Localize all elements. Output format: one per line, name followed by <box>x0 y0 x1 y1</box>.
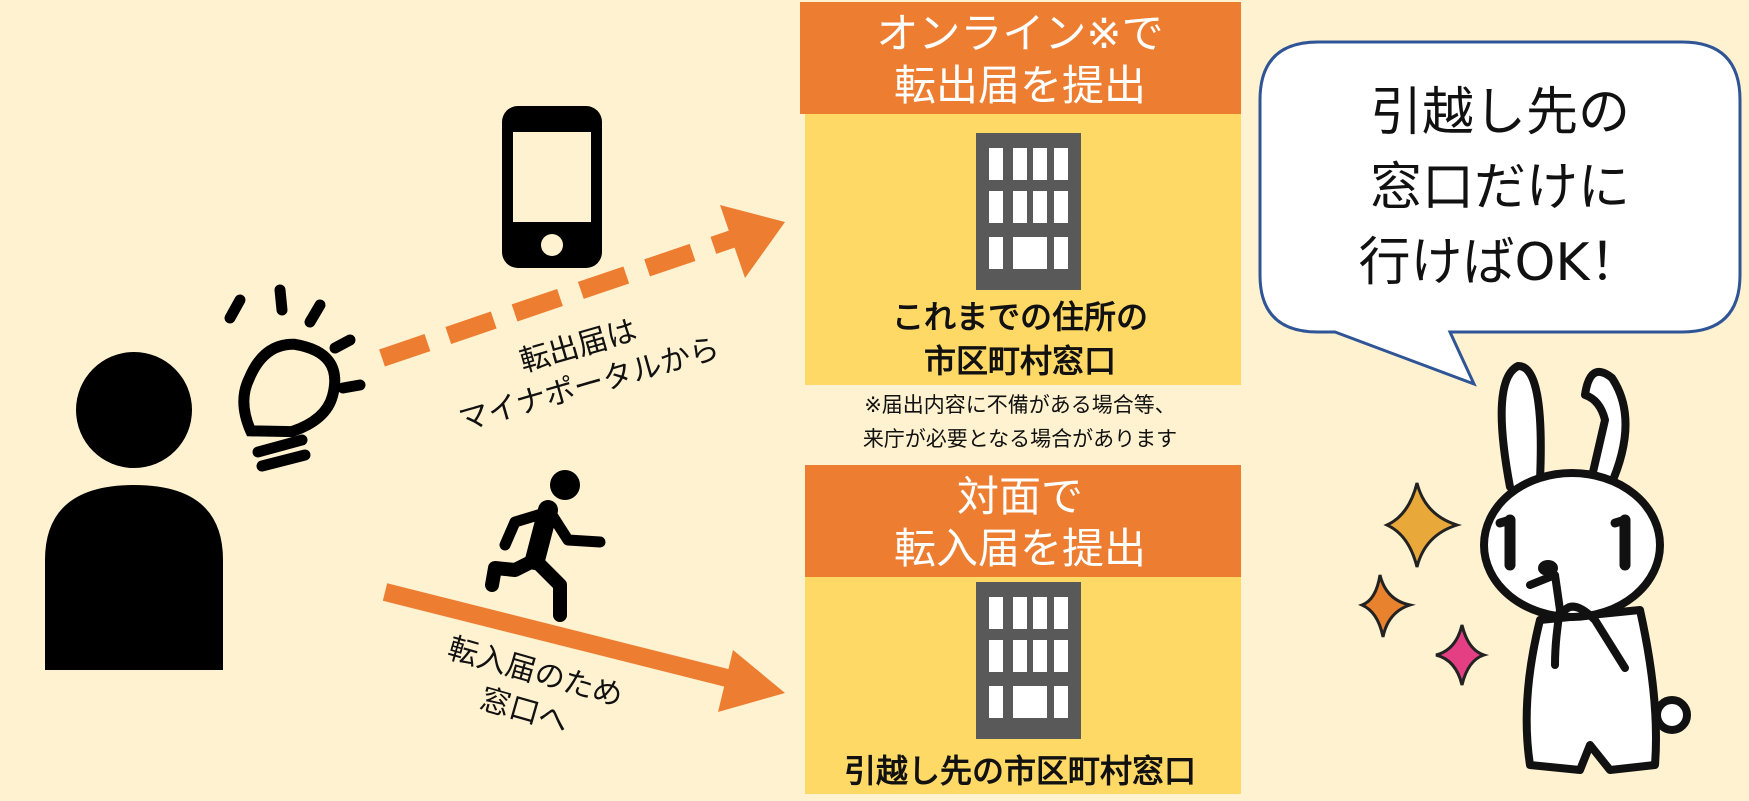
inperson-office-box: 対面で 転入届を提出 引越し先の市区町村窓口 <box>805 465 1241 794</box>
inperson-header-line2: 転入届を提出 <box>894 524 1146 573</box>
bubble-line2: 窓口だけに <box>1370 158 1630 218</box>
speech-bubble: 引越し先の 窓口だけに 行けばOK！ <box>1258 40 1742 387</box>
online-location-line2: 市区町村窓口 <box>924 342 1116 380</box>
office-building-icon <box>976 133 1081 290</box>
online-header <box>800 2 1241 114</box>
lightbulb-icon <box>224 284 366 472</box>
bubble-line1: 引越し先の <box>1370 83 1630 143</box>
smartphone-icon <box>502 106 602 268</box>
running-person-icon <box>485 470 606 622</box>
inperson-header-line1: 対面で <box>957 472 1083 521</box>
inperson-location: 引越し先の市区町村窓口 <box>844 752 1196 790</box>
online-header-line1: オンライン※で <box>876 9 1163 58</box>
online-location-line1: これまでの住所の <box>892 298 1148 336</box>
online-office-box: オンライン※で 転出届を提出 これまでの住所の 市区町村窓口 ※届出内容に不備が… <box>800 2 1241 451</box>
online-note-line2: 来庁が必要となる場合があります <box>863 427 1177 451</box>
rabbit-mascot-illustration <box>1480 362 1691 774</box>
bubble-line3: 行けばOK！ <box>1358 233 1641 293</box>
inperson-header <box>805 465 1241 577</box>
sparkle-icons <box>1357 482 1490 686</box>
inperson-arrow <box>382 583 785 712</box>
office-building-icon <box>976 582 1081 739</box>
online-dashed-arrow <box>379 205 785 367</box>
online-note-line1: ※届出内容に不備がある場合等、 <box>864 393 1176 417</box>
online-header-line2: 転出届を提出 <box>894 61 1146 110</box>
person-icon <box>45 352 223 670</box>
